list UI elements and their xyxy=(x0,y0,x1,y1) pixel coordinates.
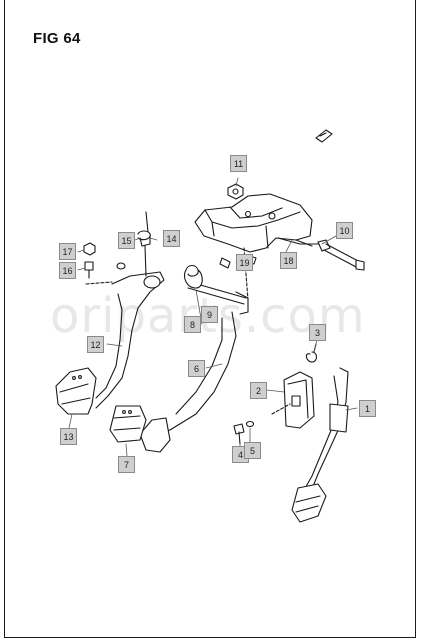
spring-8 xyxy=(185,264,199,277)
callout-10[interactable]: 10 xyxy=(336,222,353,239)
figure-title: FIG 64 xyxy=(33,30,81,47)
bolt-10 xyxy=(317,239,365,271)
callout-16[interactable]: 16 xyxy=(59,262,76,279)
callout-8[interactable]: 8 xyxy=(184,316,201,333)
callout-13[interactable]: 13 xyxy=(60,428,77,445)
callout-1[interactable]: 1 xyxy=(359,400,376,417)
callout-14[interactable]: 14 xyxy=(163,230,180,247)
callout-3[interactable]: 3 xyxy=(309,324,326,341)
pedal-bracket xyxy=(194,193,319,253)
pin-9 xyxy=(219,257,231,269)
washer-15 xyxy=(116,262,126,270)
callout-19[interactable]: 19 xyxy=(236,254,253,271)
callout-15[interactable]: 15 xyxy=(118,232,135,249)
callout-12[interactable]: 12 xyxy=(87,336,104,353)
spring-14 xyxy=(137,211,151,277)
brake-pedal xyxy=(109,269,249,453)
callout-9[interactable]: 9 xyxy=(201,306,218,323)
page-frame xyxy=(4,0,416,638)
bolt-16 xyxy=(84,261,94,279)
callout-2[interactable]: 2 xyxy=(250,382,267,399)
washer-5 xyxy=(245,420,255,428)
accelerator-pedal xyxy=(291,367,349,523)
callout-17[interactable]: 17 xyxy=(59,243,76,260)
callout-7[interactable]: 7 xyxy=(118,456,135,473)
nut-11 xyxy=(227,183,244,200)
callout-6[interactable]: 6 xyxy=(188,360,205,377)
screw-4 xyxy=(233,423,245,445)
bracket-2 xyxy=(271,371,315,429)
callout-5[interactable]: 5 xyxy=(244,442,261,459)
nut-17 xyxy=(83,242,96,256)
callout-18[interactable]: 18 xyxy=(280,252,297,269)
clutch-pedal xyxy=(55,271,165,415)
callout-11[interactable]: 11 xyxy=(230,155,247,172)
clip-part xyxy=(315,129,333,143)
